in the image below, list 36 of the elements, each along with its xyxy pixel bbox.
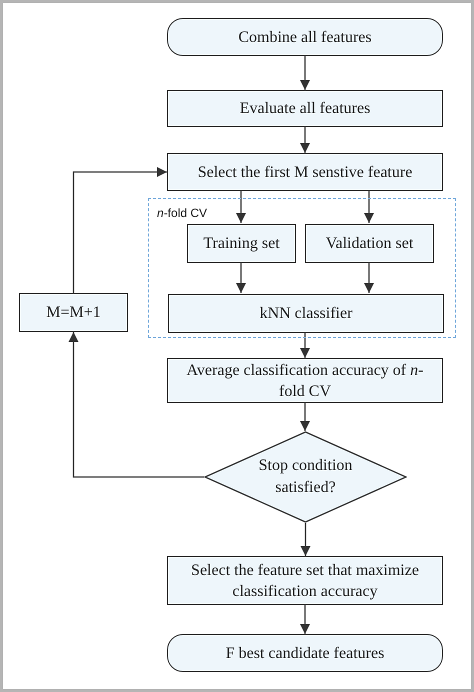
dashed-group-frame <box>148 198 456 338</box>
step-text: M=M+1 <box>46 303 101 323</box>
arrow <box>300 56 310 90</box>
step-text: Training set <box>203 234 280 254</box>
arrow <box>236 191 246 223</box>
arrow <box>72 167 167 293</box>
step-text: kNN classifier <box>260 304 352 324</box>
arrow <box>300 403 310 431</box>
process-box <box>19 293 128 332</box>
arrow <box>300 523 310 556</box>
step-text: Evaluate all features <box>240 99 370 119</box>
step-text: F best candidate features <box>226 644 384 664</box>
step-text: Select the feature set that maximize classification accuracy <box>190 560 420 602</box>
process-box <box>187 224 296 263</box>
arrow <box>68 332 204 478</box>
process-box <box>167 90 443 127</box>
process-box <box>167 556 443 605</box>
arrow <box>236 262 246 293</box>
arrow <box>300 127 310 153</box>
arrow <box>300 605 310 634</box>
step-text: Select the first M senstive feature <box>198 162 412 182</box>
process-box <box>167 358 443 403</box>
arrow <box>364 262 374 293</box>
decision-text: Stop condition satisfied? <box>258 456 354 498</box>
terminal-box <box>167 634 443 672</box>
step-text: Combine all features <box>238 28 372 48</box>
terminal-box <box>167 18 443 56</box>
process-box <box>167 153 443 191</box>
arrow <box>364 191 374 223</box>
decision-diamond <box>204 431 407 523</box>
group-label: n-fold CV <box>157 207 208 219</box>
arrow <box>300 332 310 358</box>
step-text: Average classification accuracy of n-fold CV <box>186 360 424 402</box>
process-box <box>168 294 444 333</box>
process-box <box>305 224 434 263</box>
step-text: Validation set <box>326 234 414 254</box>
